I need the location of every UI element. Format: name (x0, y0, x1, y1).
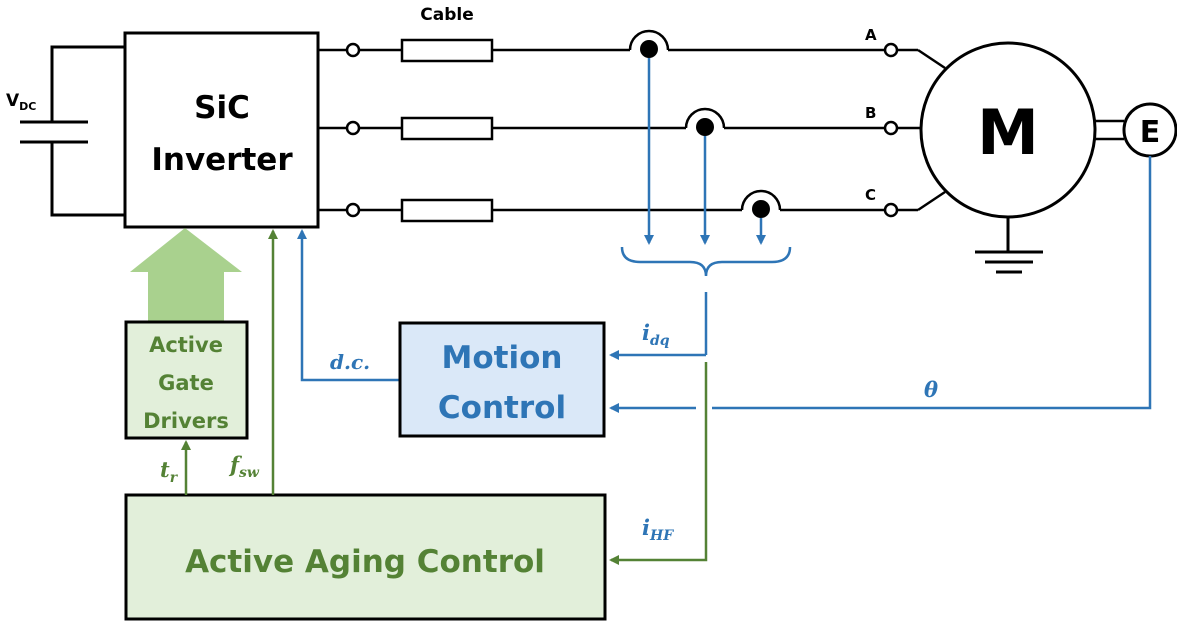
current-sense-lines (644, 58, 766, 245)
gate-drive-arrow (130, 228, 242, 322)
inverter-title-line2: Inverter (151, 142, 293, 178)
phase-b-wire (318, 107, 922, 141)
dc-label: d.c. (330, 350, 370, 374)
ihf-line (609, 362, 708, 565)
phase-a-label: A (865, 26, 877, 44)
active-gate-drivers-box (124, 320, 249, 440)
tr-label: tr (160, 457, 179, 486)
theta-line (712, 156, 1152, 410)
vdc-label: VDC (6, 91, 36, 113)
current-sensor-b (696, 118, 714, 136)
motion-control-line2: Control (438, 390, 566, 426)
current-sensor-a (640, 40, 658, 58)
dc-command-line (297, 229, 400, 382)
current-sensor-c (752, 200, 770, 218)
dc-capacitor (20, 45, 125, 217)
phase-b-label: B (865, 104, 876, 122)
active-aging-control-box (124, 493, 607, 621)
inverter-title-line1: SiC (194, 90, 250, 126)
theta-label: θ (924, 377, 938, 402)
gate-drivers-line1: Active (149, 333, 223, 357)
idq-label: idq (642, 320, 670, 349)
gate-drivers-line3: Drivers (143, 409, 229, 433)
cable-label: Cable (420, 5, 473, 25)
phase-c-label: C (865, 186, 876, 204)
ground-symbol (975, 217, 1043, 274)
motion-control-box (398, 321, 606, 438)
active-aging-control-label: Active Aging Control (185, 544, 545, 580)
encoder-label: E (1140, 115, 1161, 150)
ihf-label: iHF (642, 515, 674, 544)
gate-drivers-line2: Gate (158, 371, 214, 395)
motor-shaft (1094, 119, 1124, 141)
phase-c-wire (318, 189, 946, 223)
phase-a-wire (318, 29, 946, 70)
motor-label: M (977, 96, 1039, 169)
sensor-brace (620, 246, 792, 277)
sic-inverter-box (123, 31, 320, 229)
fsw-label: fsw (228, 452, 260, 481)
motion-control-line1: Motion (442, 340, 563, 376)
